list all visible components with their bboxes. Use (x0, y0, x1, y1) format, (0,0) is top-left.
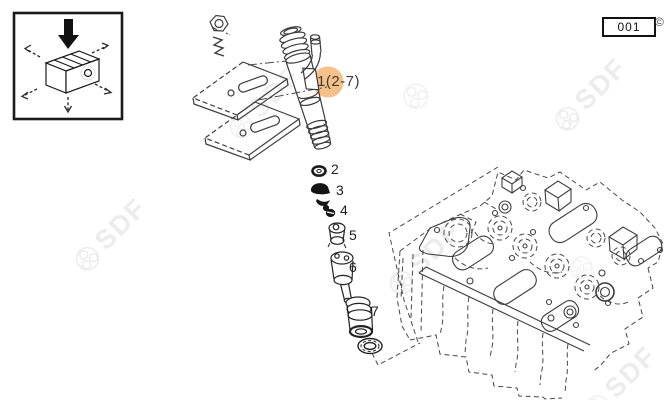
sdf-watermark: SDF (67, 192, 153, 278)
part-label-3[interactable]: 3 (336, 182, 344, 198)
location-arrow-icon (58, 19, 79, 49)
sealing-washer-drawing (357, 337, 383, 355)
part-label-2[interactable]: 2 (331, 161, 339, 177)
engine-block-drawing (396, 169, 664, 400)
part-label-4[interactable]: 4 (340, 202, 348, 218)
sdf-logo-icon (75, 246, 99, 271)
clamp-plates-drawing (191, 61, 301, 161)
part-5-spacer-drawing (327, 222, 347, 249)
part-label-5[interactable]: 5 (349, 227, 357, 243)
sdf-watermark: SDF (547, 52, 633, 138)
injector-drawing (279, 26, 332, 150)
part-6-nozzle-holder-drawing (330, 251, 354, 304)
copyright-symbol: © (655, 15, 664, 29)
part-label-6[interactable]: 6 (349, 259, 357, 275)
sdf-logo-icon (555, 106, 579, 131)
part-3-seal-drawing (310, 183, 330, 206)
sdf-logo-icon (389, 270, 413, 295)
direction-arrows (20, 42, 113, 114)
sdf-logo-icon (569, 256, 593, 280)
part-4-valve-drawing (322, 204, 336, 218)
page-code: 001 (617, 20, 641, 34)
sdf-watermark (396, 76, 436, 116)
sdf-logo-icon (403, 83, 429, 109)
page-code-box: 001 (602, 17, 656, 37)
part-2-washer-drawing (311, 165, 327, 177)
thumbnail-inset (12, 11, 124, 121)
leak-off-fitting-drawing (300, 34, 322, 80)
engine-block-thumbnail (44, 50, 101, 94)
assembly-leader-lines (371, 166, 499, 366)
part-label-7[interactable]: 7 (371, 303, 379, 319)
sdf-watermark: SDF (381, 216, 467, 302)
sdf-watermark (563, 249, 600, 286)
part-7-nozzle-nut-drawing (345, 296, 374, 339)
callout-label-1[interactable]: 1(2-7) (317, 73, 361, 90)
clamp-bolt-drawing (209, 14, 231, 57)
callout-highlight[interactable] (312, 66, 344, 98)
